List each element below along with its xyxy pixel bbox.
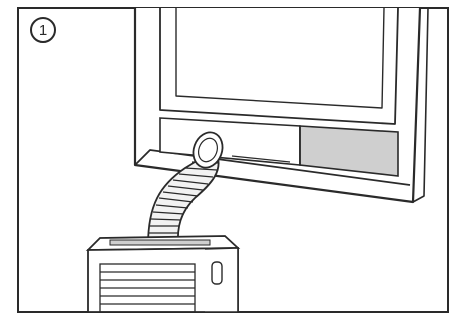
ac-control-strip [110, 240, 210, 245]
ac-side-handle [212, 262, 222, 284]
step-number-badge: 1 [30, 17, 56, 43]
portable-air-conditioner [88, 236, 238, 312]
